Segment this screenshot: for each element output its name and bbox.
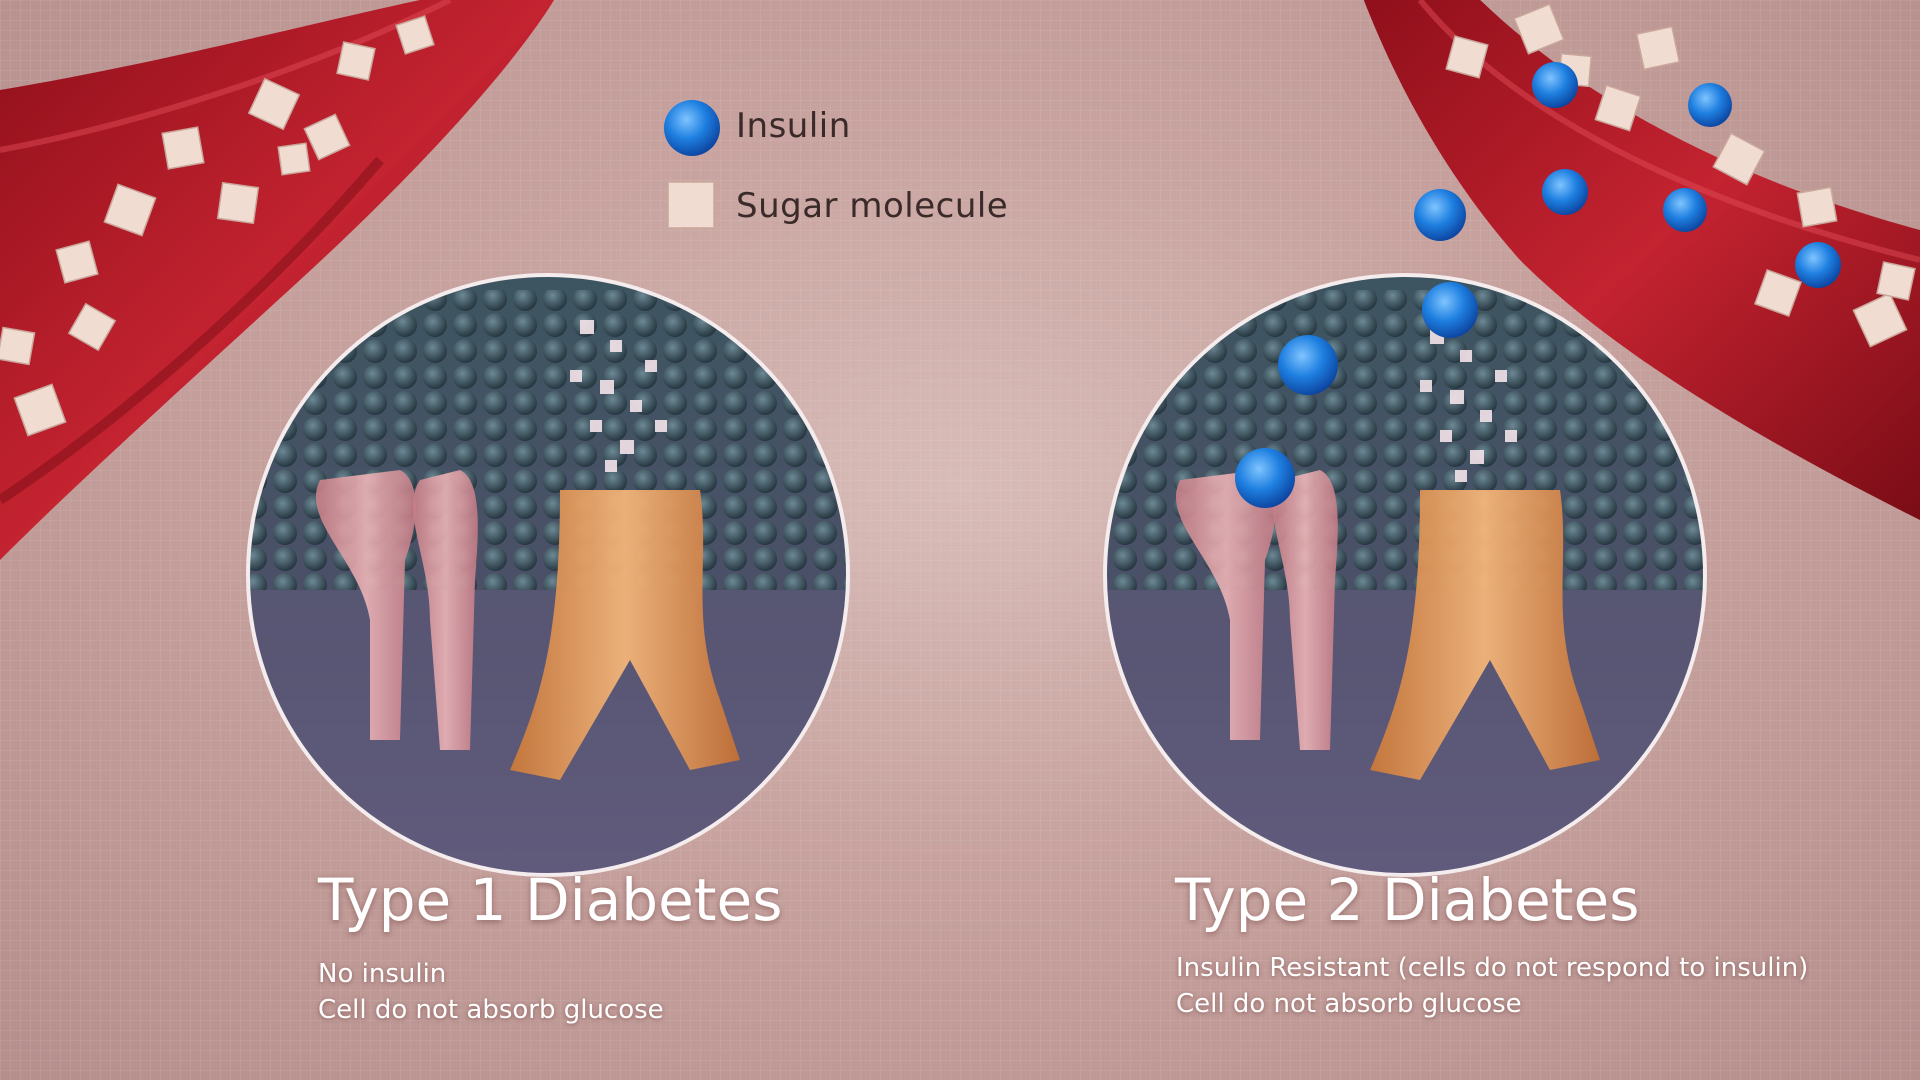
description-line: Insulin Resistant (cells do not respond … [1176, 953, 1809, 983]
insulin-molecules-vessel [1414, 62, 1841, 288]
description-line: Cell do not absorb glucose [318, 995, 664, 1025]
cell-membrane-type1 [246, 273, 850, 877]
panel-title-type2: Type 2 Diabetes [1175, 866, 1640, 934]
description-line: Cell do not absorb glucose [1176, 989, 1522, 1019]
cell-membrane-type2 [1103, 273, 1707, 877]
panel-title-type1: Type 1 Diabetes [318, 866, 783, 934]
legend-insulin-label: Insulin [736, 106, 851, 146]
sugar-molecules-vessel [0, 3, 1916, 437]
insulin-icon [664, 100, 720, 156]
description-line: No insulin [318, 959, 447, 989]
sugar-molecule-icon [667, 181, 715, 229]
insulin-molecules-type2 [1235, 282, 1478, 508]
panel-description-type1: No insulin Cell do not absorb glucose [318, 956, 664, 1028]
panel-description-type2: Insulin Resistant (cells do not respond … [1176, 950, 1808, 1022]
legend-sugar-label: Sugar molecule [736, 186, 1009, 226]
